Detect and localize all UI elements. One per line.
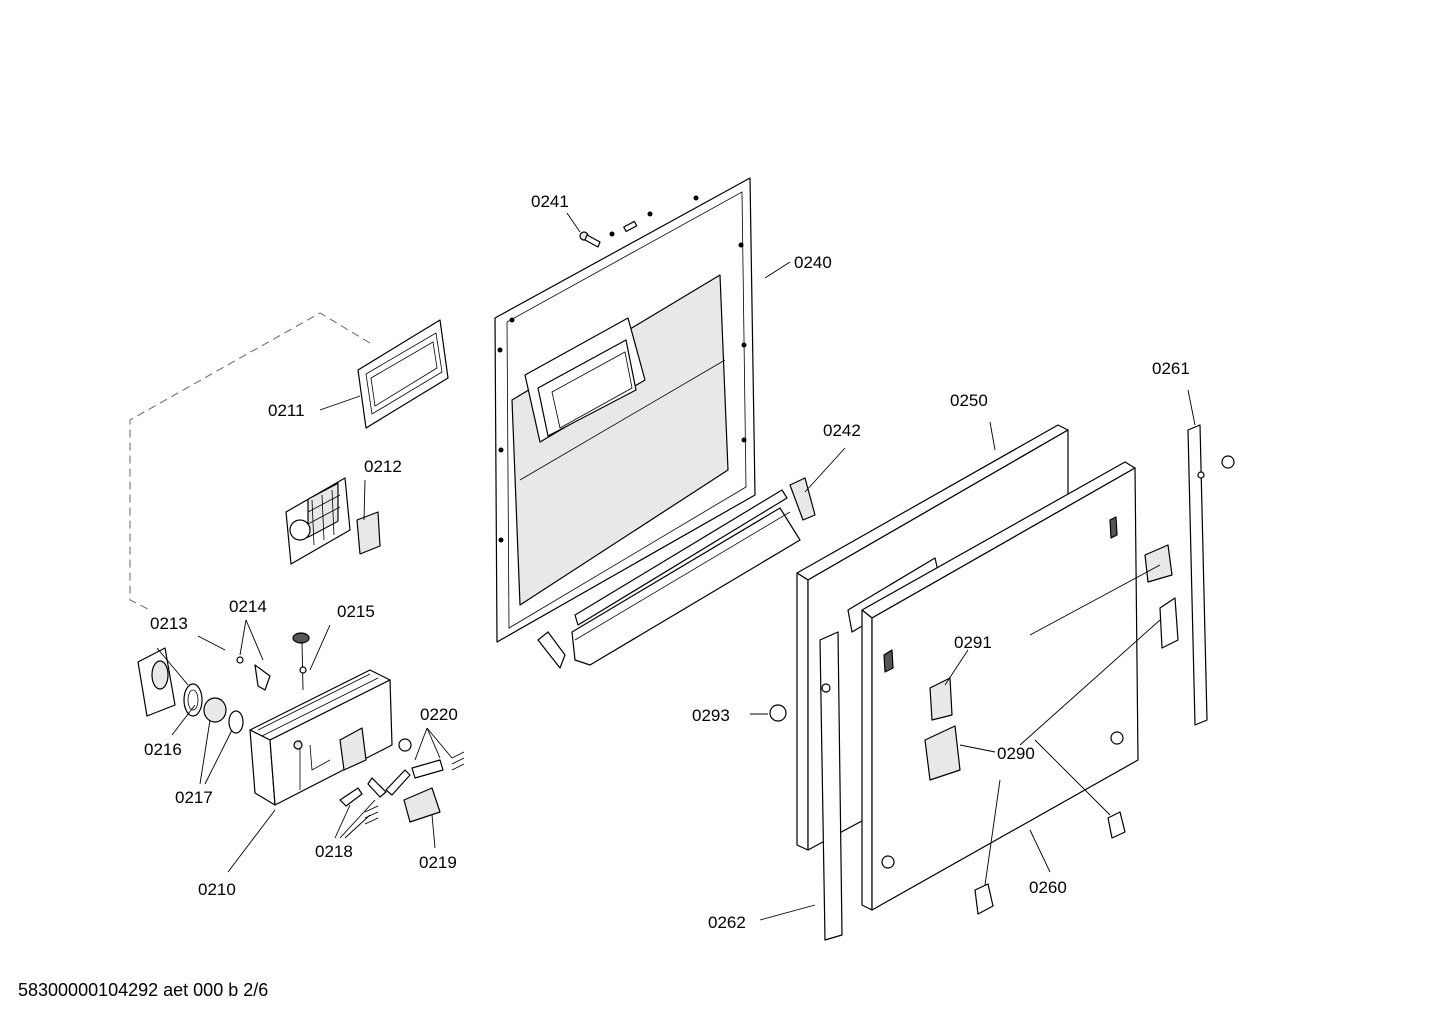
label-0240: 0240 — [794, 253, 832, 272]
label-0212: 0212 — [364, 457, 402, 476]
window-frame-0211 — [357, 319, 449, 429]
part-labels: 0241 0240 0211 0212 0242 0250 0261 0213 … — [144, 192, 1190, 932]
back-panel-0260 — [847, 461, 1139, 911]
label-0218: 0218 — [315, 842, 353, 861]
label-0214: 0214 — [229, 597, 267, 616]
label-0211: 0211 — [268, 401, 305, 420]
label-0262: 0262 — [708, 913, 746, 932]
knob-assembly — [137, 632, 310, 734]
switch-parts — [339, 738, 465, 825]
label-0291: 0291 — [954, 633, 992, 652]
label-0213: 0213 — [150, 614, 188, 633]
bottom-trim-strip — [537, 477, 816, 669]
label-0217: 0217 — [175, 788, 213, 807]
brackets — [769, 544, 1179, 915]
document-id-footer: 58300000104292 aet 000 b 2/6 — [18, 980, 269, 1000]
label-0242: 0242 — [823, 421, 861, 440]
label-0260: 0260 — [1029, 878, 1067, 897]
inner-door-panel — [494, 177, 756, 643]
label-0261: 0261 — [1152, 359, 1190, 378]
leader-lines — [156, 212, 1196, 921]
grille-0212 — [285, 477, 381, 565]
label-0216: 0216 — [144, 740, 182, 759]
label-0241: 0241 — [531, 192, 569, 211]
dashed-leader — [129, 312, 371, 611]
label-0220: 0220 — [420, 705, 458, 724]
control-housing-0210 — [249, 669, 393, 806]
label-0290: 0290 — [997, 744, 1035, 763]
side-strips — [819, 424, 1235, 941]
label-0250: 0250 — [950, 391, 988, 410]
label-0219: 0219 — [419, 853, 457, 872]
screw-0241 — [579, 231, 601, 248]
label-0210: 0210 — [198, 880, 236, 899]
label-0215: 0215 — [337, 602, 375, 621]
label-0293: 0293 — [692, 706, 730, 725]
